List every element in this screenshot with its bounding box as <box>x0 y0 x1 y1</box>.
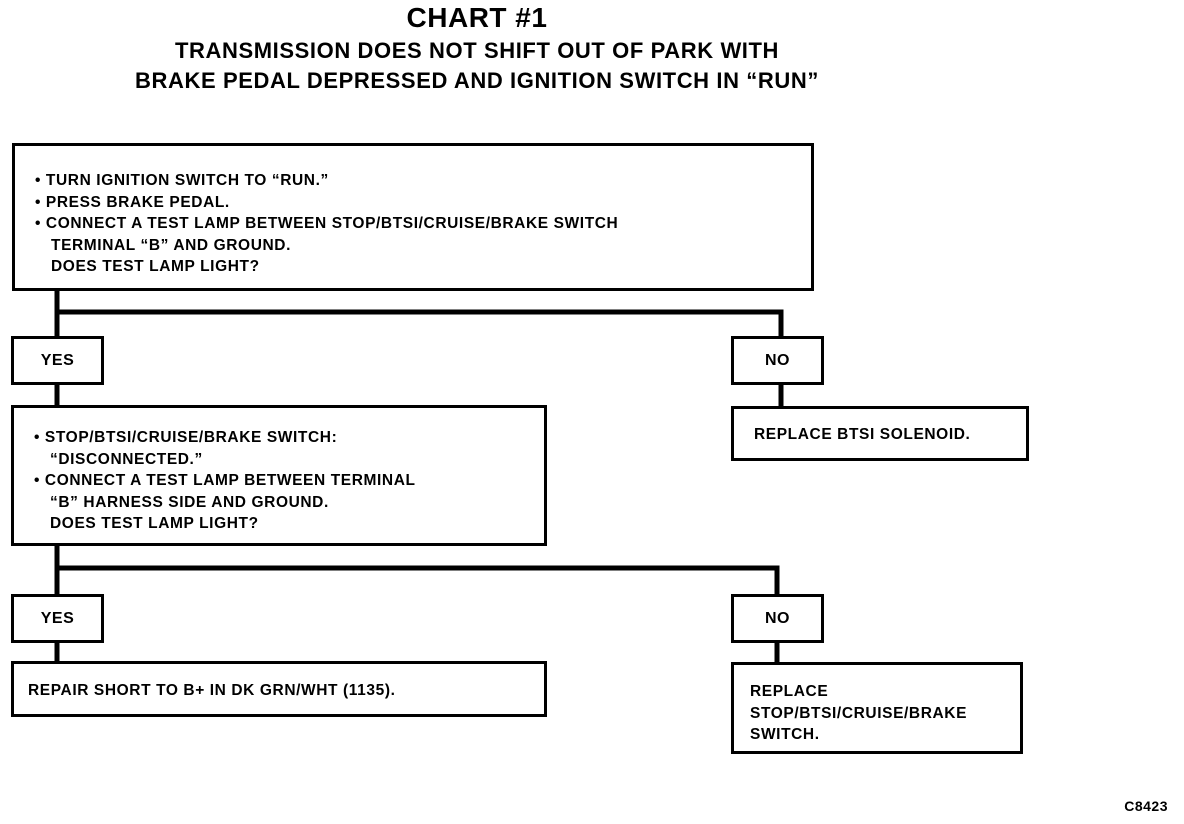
step1-box: • TURN IGNITION SWITCH TO “RUN.” • PRESS… <box>12 143 814 291</box>
yes-result-2-text: REPAIR SHORT TO B+ IN DK GRN/WHT (1135). <box>28 682 396 699</box>
figure-code: C8423 <box>1124 798 1168 814</box>
no-result-2-line-1: REPLACE <box>750 683 829 700</box>
no-label-1: NO <box>731 336 824 385</box>
step2-line-3: • CONNECT A TEST LAMP BETWEEN TERMINAL <box>34 472 416 489</box>
no-result-2-line-2: STOP/BTSI/CRUISE/BRAKE <box>750 704 968 722</box>
yes-label-1: YES <box>11 336 104 385</box>
step1-line-2: • PRESS BRAKE PEDAL. <box>35 193 230 211</box>
step1-line-5: DOES TEST LAMP LIGHT? <box>51 258 260 275</box>
step1-line-1: • TURN IGNITION SWITCH TO “RUN.” <box>35 172 329 189</box>
step1-line-4: TERMINAL “B” AND GROUND. <box>51 236 292 254</box>
step2-box: • STOP/BTSI/CRUISE/BRAKE SWITCH: “DISCON… <box>11 405 547 546</box>
step2-line-1: • STOP/BTSI/CRUISE/BRAKE SWITCH: <box>34 429 338 446</box>
step2-line-4: “B” HARNESS SIDE AND GROUND. <box>50 493 329 511</box>
no-label-2: NO <box>731 594 824 643</box>
step2-line-5: DOES TEST LAMP LIGHT? <box>50 515 259 532</box>
connector-step1-to-no <box>57 309 784 336</box>
chart-title: CHART #1 <box>406 2 548 33</box>
step2-line-2: “DISCONNECTED.” <box>50 450 203 468</box>
no-result-2-line-3: SWITCH. <box>750 726 820 743</box>
chart-subtitle-line-1: TRANSMISSION DOES NOT SHIFT OUT OF PARK … <box>174 38 780 63</box>
no-result-1-box: REPLACE BTSI SOLENOID. <box>731 406 1029 461</box>
yes-label-2: YES <box>11 594 104 643</box>
chart-subtitle-line-2: BRAKE PEDAL DEPRESSED AND IGNITION SWITC… <box>135 68 819 93</box>
connector-step2-to-no <box>57 565 780 594</box>
step1-line-3: • CONNECT A TEST LAMP BETWEEN STOP/BTSI/… <box>35 215 619 232</box>
no-result-1-text: REPLACE BTSI SOLENOID. <box>754 426 971 443</box>
no-result-2-box: REPLACE STOP/BTSI/CRUISE/BRAKE SWITCH. <box>731 662 1023 754</box>
yes-result-2-box: REPAIR SHORT TO B+ IN DK GRN/WHT (1135). <box>11 661 547 717</box>
